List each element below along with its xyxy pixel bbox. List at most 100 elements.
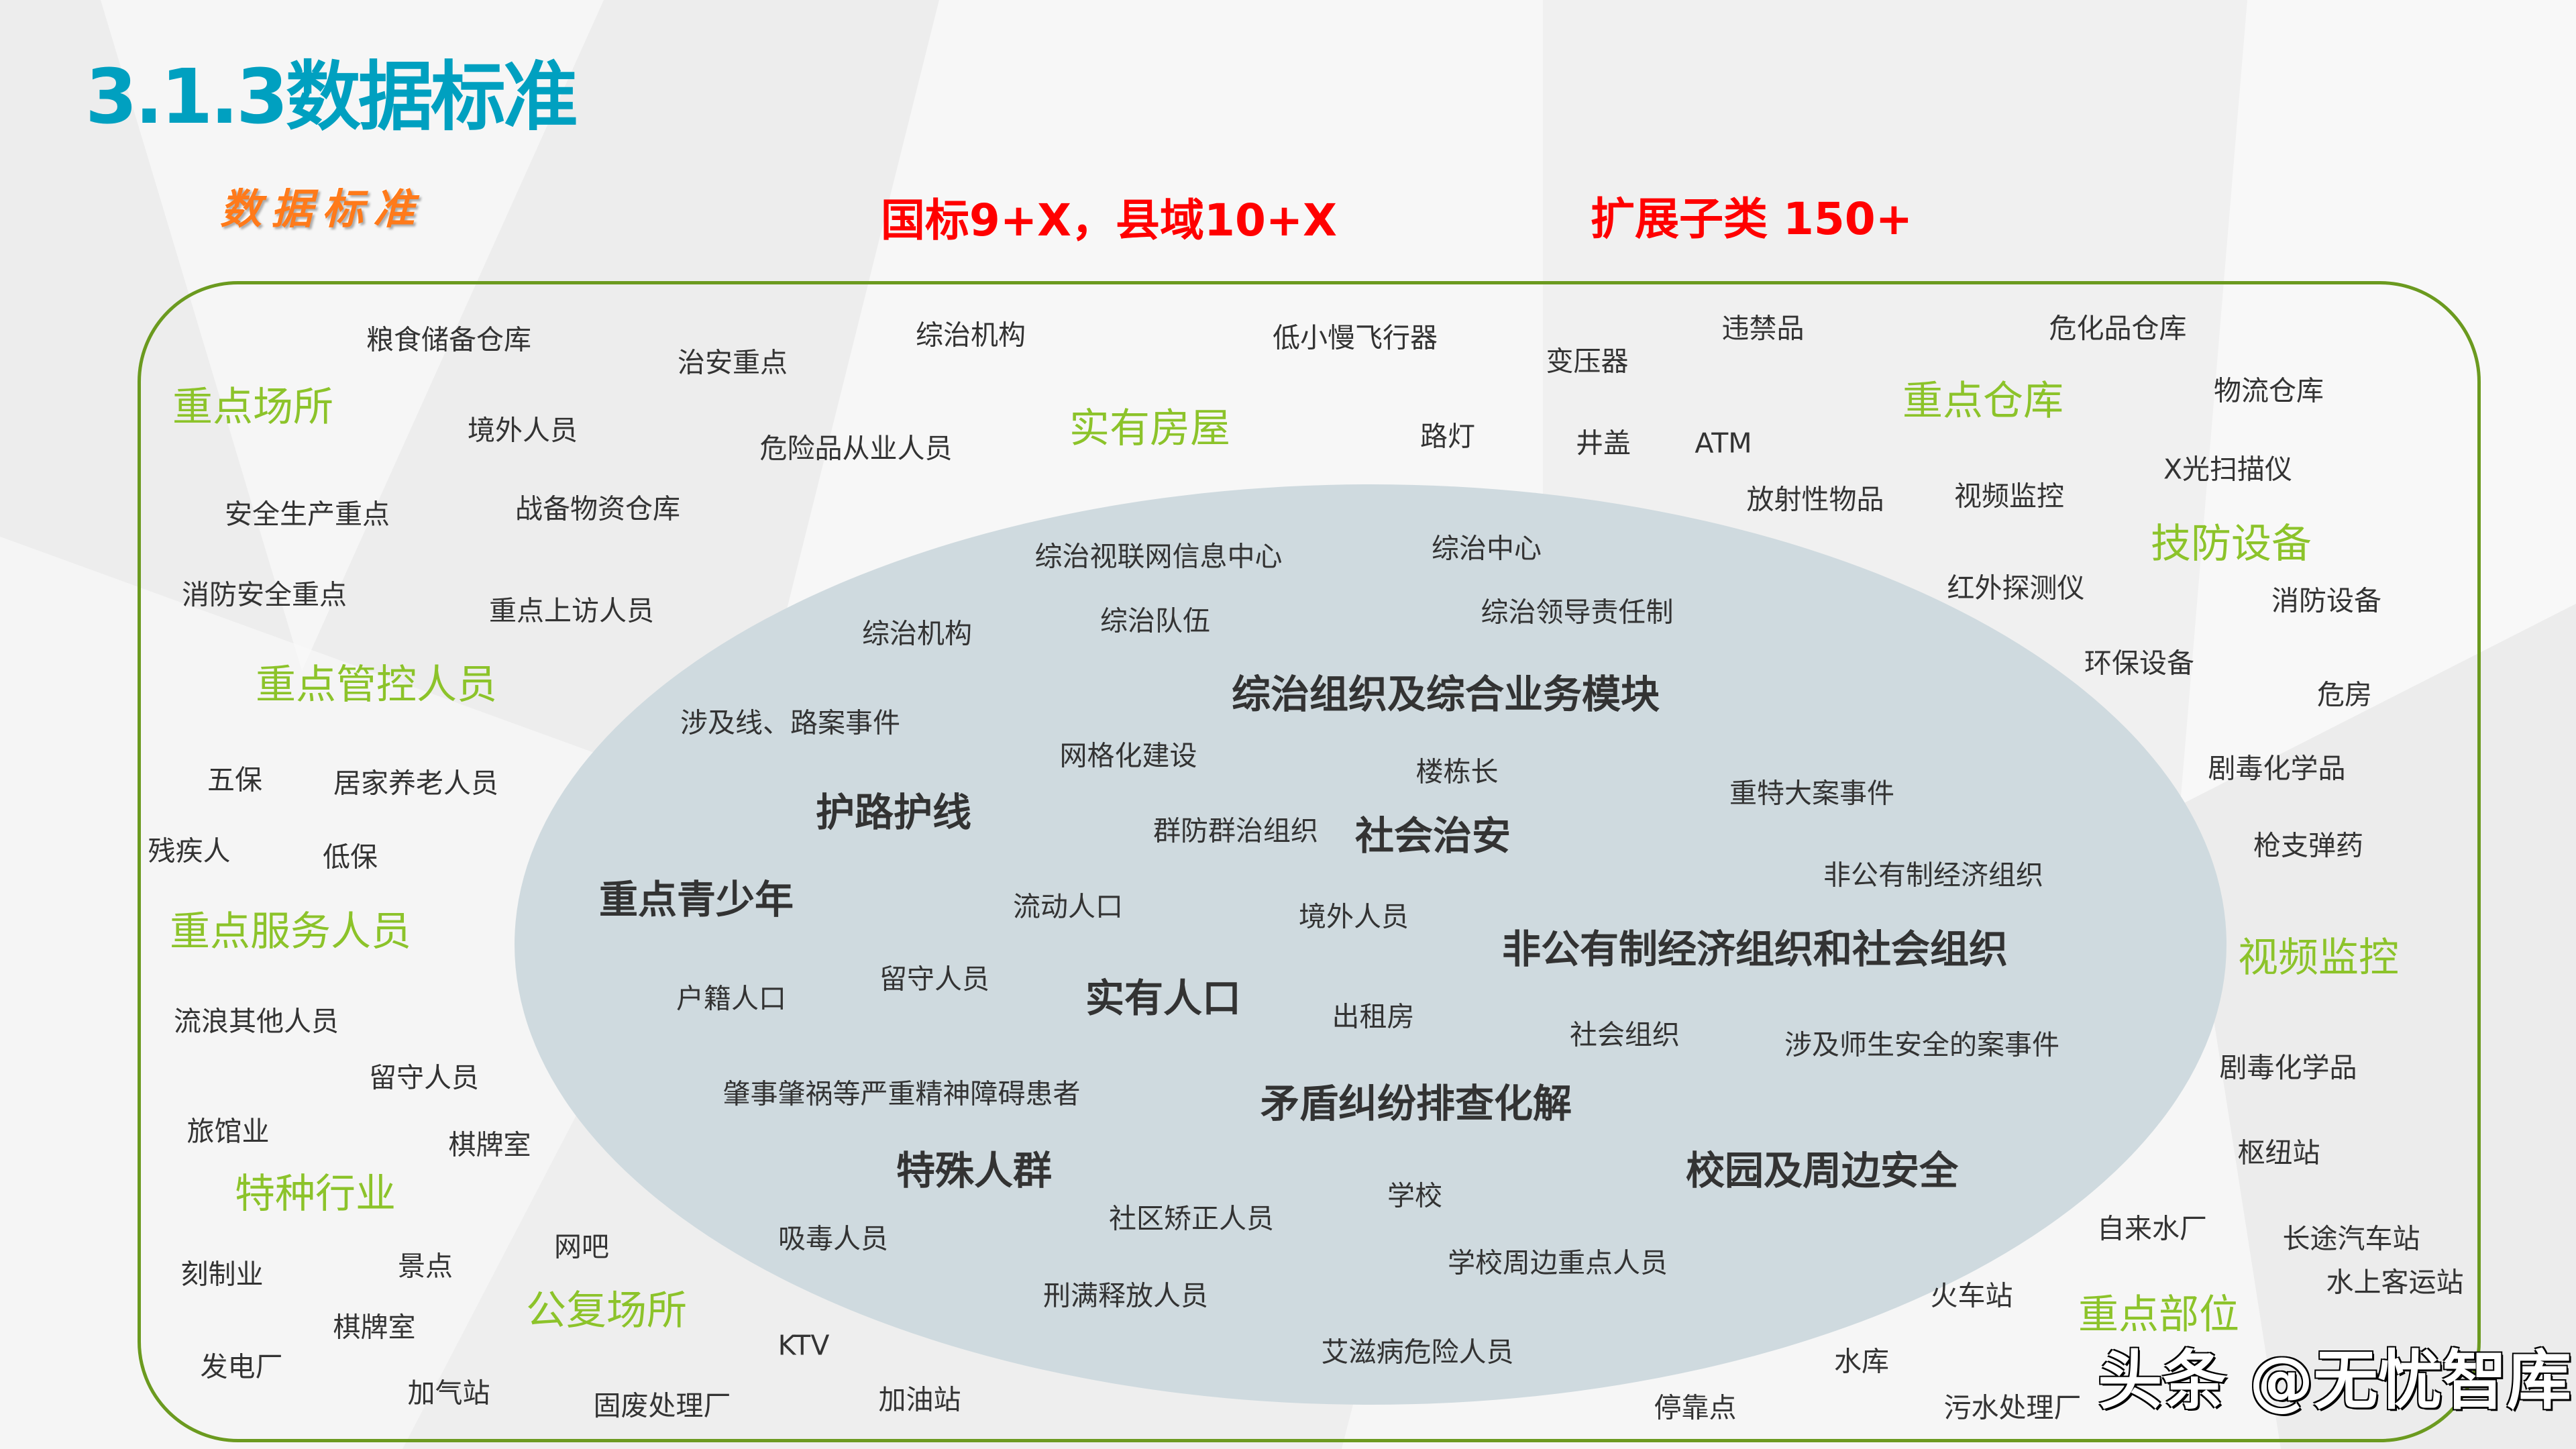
item: 社会组织 [1570, 1018, 1680, 1051]
item: 加气站 [407, 1377, 490, 1409]
item: 居家养老人员 [333, 767, 498, 800]
item: 安全生产重点 [225, 498, 390, 531]
item: 井盖 [1576, 427, 1631, 460]
item: ATM [1695, 427, 1752, 460]
item: 路灯 [1420, 420, 1475, 453]
category-label: 特种行业 [235, 1171, 396, 1218]
module-label: 综治组织及综合业务模块 [1231, 672, 1660, 718]
item: 环保设备 [2084, 647, 2194, 680]
item: 户籍人口 [676, 982, 786, 1015]
item: 网格化建设 [1059, 739, 1197, 772]
category-label: 重点管控人员 [256, 661, 497, 708]
module-label: 矛盾纠纷排查化解 [1260, 1081, 1572, 1127]
item: 出租房 [1332, 1000, 1415, 1033]
item: 危险品从业人员 [759, 432, 953, 465]
item: 肇事肇祸等严重精神障碍患者 [722, 1077, 1081, 1110]
module-label: 实有人口 [1085, 975, 1242, 1022]
item: 长途汽车站 [2282, 1222, 2420, 1255]
module-label: 校园及周边安全 [1685, 1148, 1959, 1194]
item: 楼栋长 [1415, 755, 1499, 788]
page-title: 3.1.3数据标准 [85, 54, 578, 141]
item: 重特大案事件 [1729, 777, 1894, 810]
item: 火车站 [1930, 1279, 2013, 1312]
module-label: 非公有制经济组织和社会组织 [1501, 926, 2008, 973]
item: 放射性物品 [1746, 483, 1884, 516]
module-label: 社会治安 [1354, 813, 1511, 859]
item: 水上客运站 [2326, 1266, 2464, 1299]
item: 停靠点 [1654, 1391, 1737, 1424]
item: 综治视联网信息中心 [1034, 540, 1283, 573]
item: 刻制业 [180, 1258, 264, 1291]
category-label: 视频监控 [2238, 934, 2399, 981]
item: 境外人员 [1299, 900, 1409, 933]
item: 旅馆业 [186, 1115, 270, 1148]
item: 综治机构 [862, 617, 972, 650]
item: 艾滋病危险人员 [1321, 1336, 1514, 1368]
item: 粮食储备仓库 [366, 323, 531, 356]
item: 五保 [207, 763, 262, 796]
item: 治安重点 [678, 346, 788, 379]
item: KTV [777, 1329, 830, 1362]
item: 变压器 [1546, 345, 1629, 378]
module-label: 特殊人群 [896, 1148, 1053, 1194]
category-label: 公复场所 [526, 1287, 687, 1334]
item: 留守人员 [369, 1061, 479, 1094]
item: 危化品仓库 [2049, 312, 2187, 345]
core-module-ellipse [515, 484, 2226, 1405]
item: 枢纽站 [2237, 1136, 2320, 1169]
item: 发电厂 [200, 1350, 283, 1383]
module-label: 重点青少年 [598, 877, 794, 923]
category-label: 技防设备 [2151, 521, 2312, 568]
item: 消防设备 [2271, 584, 2381, 617]
extension-label: 扩展子类 150+ [1590, 193, 1913, 245]
item: 固废处理厂 [593, 1389, 731, 1422]
item: 综治机构 [916, 319, 1026, 352]
item: 综治中心 [1432, 532, 1542, 565]
item: 群防群治组织 [1153, 814, 1318, 847]
item: 低保 [323, 841, 378, 873]
item: 学校 [1387, 1179, 1442, 1212]
category-label: 重点场所 [172, 384, 333, 431]
item: 视频监控 [1954, 480, 2064, 513]
national-standard-label: 国标9+X，县域10+X [880, 195, 1338, 246]
item: 吸毒人员 [778, 1222, 888, 1255]
item: 棋牌室 [448, 1128, 531, 1161]
item: 留守人员 [879, 963, 989, 996]
item: 学校周边重点人员 [1448, 1246, 1668, 1279]
item: 剧毒化学品 [2219, 1051, 2357, 1084]
item: 非公有制经济组织 [1823, 859, 2043, 892]
item: 流动人口 [1013, 890, 1123, 923]
item: 违禁品 [1721, 312, 1805, 345]
data-standard-frame [138, 281, 2481, 1442]
item: 涉及线、路案事件 [680, 706, 900, 739]
module-label: 护路护线 [815, 790, 972, 836]
item: 枪支弹药 [2253, 829, 2363, 862]
item: 自来水厂 [2097, 1212, 2207, 1245]
item: 网吧 [554, 1230, 609, 1263]
item: 红外探测仪 [1947, 572, 2085, 604]
watermark: 头条 @无忧智库 [2098, 1343, 2571, 1418]
item: 物流仓库 [2214, 374, 2324, 407]
item: 社区矫正人员 [1109, 1202, 1274, 1235]
item: 景点 [398, 1250, 453, 1283]
item: 水库 [1834, 1345, 1889, 1378]
item: 刑满释放人员 [1043, 1279, 1208, 1312]
category-label: 实有房屋 [1069, 405, 1230, 452]
item: 污水处理厂 [1943, 1391, 2082, 1424]
item: 残疾人 [148, 835, 231, 867]
subtitle: 数据标准 [219, 184, 425, 233]
item: 涉及师生安全的案事件 [1784, 1028, 2059, 1061]
item: 剧毒化学品 [2208, 752, 2346, 785]
item: 危房 [2317, 678, 2372, 711]
item: 棋牌室 [333, 1311, 416, 1344]
item: 战备物资仓库 [515, 492, 680, 525]
category-label: 重点部位 [2078, 1291, 2239, 1338]
item: 重点上访人员 [489, 594, 654, 627]
item: 综治队伍 [1100, 604, 1210, 637]
item: 加油站 [878, 1383, 961, 1416]
item: 消防安全重点 [182, 578, 347, 611]
category-label: 重点仓库 [1902, 378, 2063, 425]
item: 综治领导责任制 [1481, 596, 1674, 629]
item: 低小慢飞行器 [1273, 321, 1438, 354]
item: 境外人员 [468, 414, 578, 447]
